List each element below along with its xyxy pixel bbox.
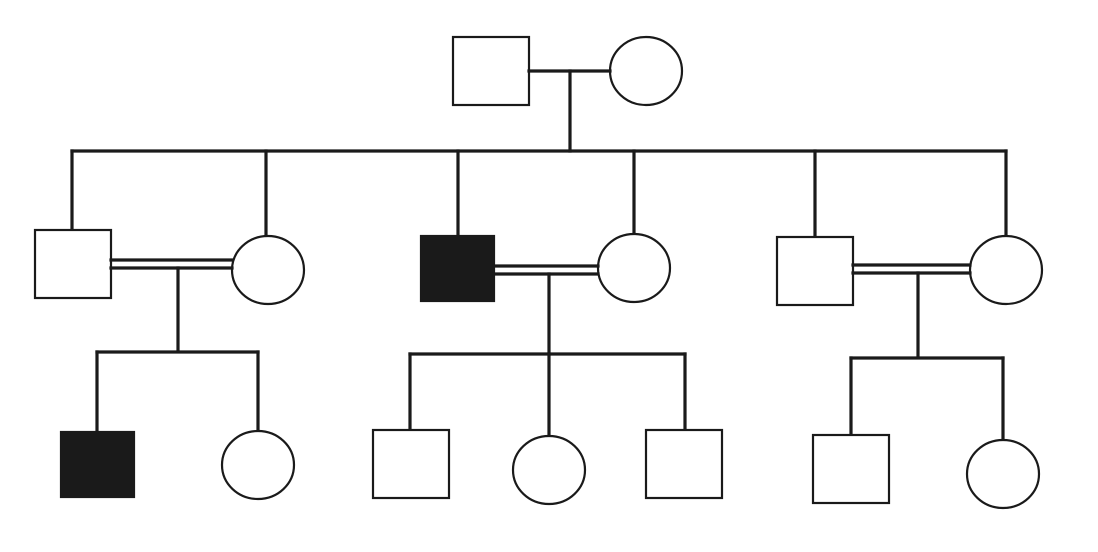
g3-daughter-2 xyxy=(511,434,587,506)
g3-son-4 xyxy=(811,433,891,505)
g3-sibships xyxy=(95,350,1005,442)
g3-daughter-1 xyxy=(220,429,296,501)
g2-daughter-2 xyxy=(596,232,672,304)
g3-daughter-3 xyxy=(965,438,1041,510)
generation-1 xyxy=(451,35,684,153)
g2-son-2 xyxy=(775,235,855,307)
g1-father xyxy=(451,35,531,107)
g2-sibship xyxy=(70,149,1008,239)
generation-2 xyxy=(33,228,1044,358)
g2-son-1 xyxy=(419,234,496,303)
g3-son-2 xyxy=(371,428,451,500)
g3-son-1 xyxy=(59,430,136,499)
g2-daughter-1 xyxy=(230,234,306,306)
g1-mother xyxy=(608,35,684,107)
g3-son-3 xyxy=(644,428,724,500)
g2-spouse-1 xyxy=(33,228,113,300)
g2-daughter-3 xyxy=(968,234,1044,306)
generation-3 xyxy=(59,428,1041,510)
